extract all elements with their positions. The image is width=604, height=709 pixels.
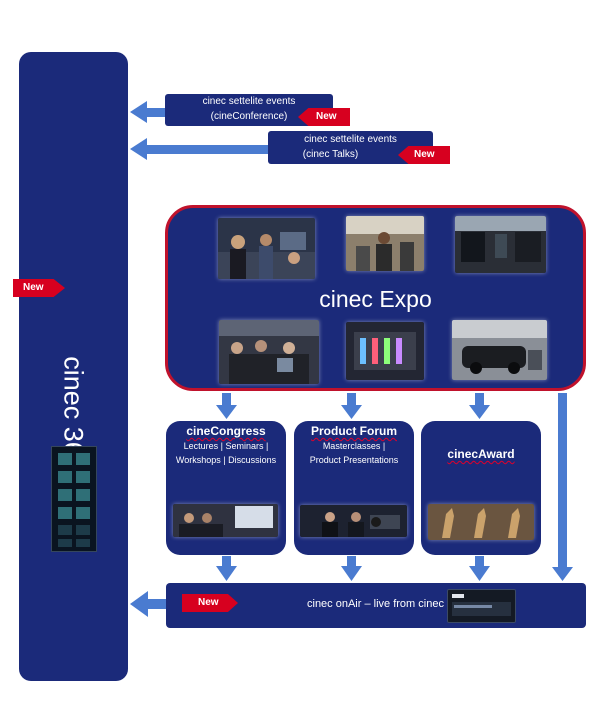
product-forum-title: Product Forum [311, 424, 397, 438]
new-badge-365: New [13, 279, 65, 297]
expo-photo-camera [346, 216, 424, 271]
cinec-365-app-image [51, 446, 97, 552]
cinecongress-line2: Workshops | Discussions [175, 455, 277, 465]
cinecaward-title: cinecAward [447, 447, 515, 461]
product-forum-line2: Product Presentations [309, 455, 399, 465]
cinec-onair-label: cinec onAir – live from cinec [307, 598, 444, 610]
satellite-talks-line1: cinec settelite events [304, 134, 397, 145]
satellite-conference-line1: cinec settelite events [202, 96, 296, 107]
cinec-365-panel: cinec 365 [19, 52, 128, 681]
cinecongress-box: cineCongress Lectures | Seminars | Works… [166, 421, 286, 555]
expo-photo-car [452, 320, 547, 380]
cinecaward-photo [428, 504, 534, 540]
cinec-expo-title: cinec Expo [319, 286, 432, 312]
new-badge-onair: New [182, 594, 238, 612]
expo-photo-stand [455, 216, 546, 273]
new-badge-conference: New [298, 108, 350, 126]
satellite-conference-line2: (cineConference) [210, 111, 288, 122]
new-badge-talks: New [398, 146, 450, 164]
app-grid-image [58, 453, 90, 547]
cinecongress-title: cineCongress [186, 424, 266, 438]
cinec-onair-bar: cinec onAir – live from cinec [166, 583, 586, 628]
cinecongress-line1: Lectures | Seminars | [183, 441, 269, 451]
product-forum-box: Product Forum Masterclasses | Product Pr… [294, 421, 414, 555]
expo-photo-crowd [218, 218, 315, 279]
expo-photo-mixer [346, 322, 424, 380]
cinecongress-photo [173, 504, 278, 537]
expo-photo-audience [219, 320, 319, 384]
arrow-to-365-conference [130, 101, 167, 123]
product-forum-photo [300, 505, 407, 537]
arrow-to-365-talks [130, 138, 269, 160]
product-forum-line1: Masterclasses | [322, 441, 386, 451]
cinecaward-box: cinecAward [421, 421, 541, 555]
satellite-talks-line2: (cinec Talks) [302, 149, 359, 160]
cinec-onair-screenshot [447, 589, 516, 623]
cinec-onair-text: cinec onAir – live from cinec [307, 598, 444, 610]
